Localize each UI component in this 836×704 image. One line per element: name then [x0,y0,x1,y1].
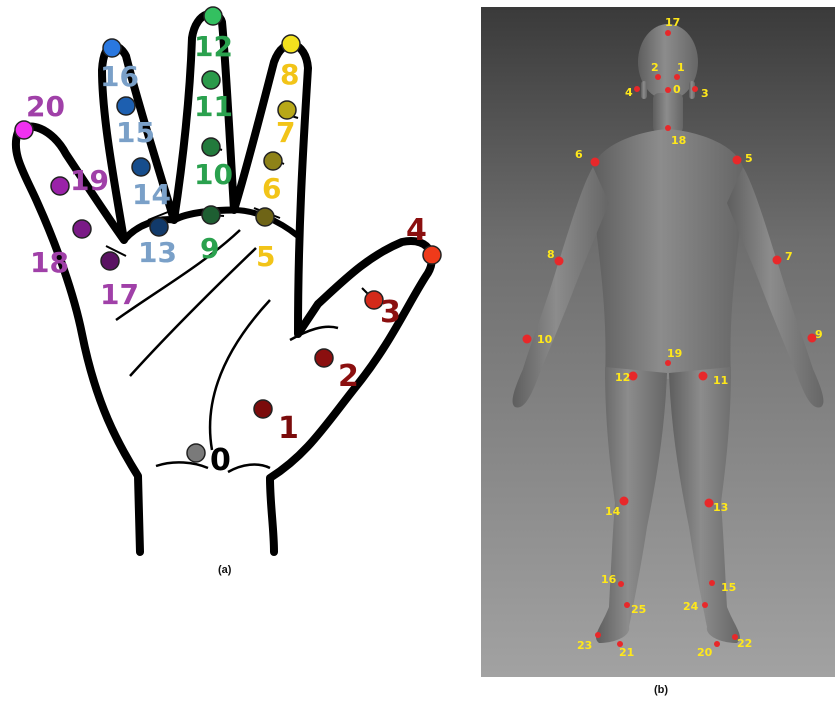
body-keypoint-label-19: 19 [667,347,682,360]
body-keypoint-label-18: 18 [671,134,686,147]
hand-keypoint-label-10: 10 [194,158,233,191]
body-keypoint-24 [702,602,708,608]
hand-keypoint-18 [73,220,91,238]
body-keypoint-label-22: 22 [737,637,752,650]
body-keypoint-3 [692,86,698,92]
hand-keypoint-label-12: 12 [194,30,233,63]
hand-keypoint-0 [187,444,205,462]
body-keypoint-20 [714,641,720,647]
hand-keypoint-4 [423,246,441,264]
body-keypoint-label-14: 14 [605,505,621,518]
body-keypoint-label-2: 2 [651,61,659,74]
hand-keypoint-15 [117,97,135,115]
body-keypoint-7 [773,256,782,265]
hand-keypoint-label-8: 8 [280,58,299,91]
body-keypoint-0 [665,87,671,93]
body-keypoint-6 [591,158,600,167]
body-keypoint-label-11: 11 [713,374,728,387]
hand-keypoint-label-18: 18 [30,246,69,279]
body-keypoint-2 [655,74,661,80]
hand-keypoint-label-2: 2 [338,359,359,394]
body-keypoint-10 [523,335,532,344]
hand-keypoint-17 [101,252,119,270]
body-keypoint-label-12: 12 [615,371,630,384]
hand-keypoint-label-16: 16 [100,60,139,93]
body-keypoint-14 [620,497,629,506]
body-keypoint-8 [555,257,564,266]
body-keypoint-label-20: 20 [697,646,713,659]
body-keypoint-label-4: 4 [625,86,633,99]
hand-keypoint-label-14: 14 [132,178,171,211]
hand-keypoint-8 [282,35,300,53]
hand-keypoint-16 [103,39,121,57]
hand-keypoint-12 [204,7,222,25]
hand-keypoint-label-17: 17 [100,278,139,311]
hand-keypoint-11 [202,71,220,89]
caption-a: (a) [218,564,231,576]
hand-keypoint-6 [264,152,282,170]
body-keypoint-label-9: 9 [815,328,823,341]
body-keypoint-label-5: 5 [745,152,753,165]
hand-keypoint-label-9: 9 [200,232,219,265]
body-keypoint-label-3: 3 [701,87,709,100]
body-keypoint-label-7: 7 [785,250,793,263]
body-keypoint-19 [665,360,671,366]
body-keypoint-label-16: 16 [601,573,617,586]
caption-b: (b) [654,684,668,696]
body-keypoint-15 [709,580,715,586]
body-keypoint-label-15: 15 [721,581,736,594]
body-render: 0123456789101112131415161718192021222324… [481,7,835,677]
hand-keypoint-label-15: 15 [116,116,155,149]
hand-keypoint-label-3: 3 [380,295,401,330]
body-keypoint-label-10: 10 [537,333,553,346]
body-keypoint-4 [634,86,640,92]
body-keypoint-label-17: 17 [665,16,680,29]
hand-keypoint-label-4: 4 [406,213,427,248]
hand-keypoint-label-20: 20 [26,90,65,123]
body-keypoint-23 [595,632,601,638]
hand-keypoint-label-6: 6 [262,172,281,205]
body-keypoint-label-13: 13 [713,501,728,514]
body-keypoint-11 [699,372,708,381]
hand-keypoint-13 [150,218,168,236]
body-keypoint-16 [618,581,624,587]
hand-keypoint-5 [256,208,274,226]
body-keypoint-label-24: 24 [683,600,699,613]
hand-keypoint-label-0: 0 [210,443,231,478]
hand-keypoint-label-1: 1 [278,411,299,446]
hand-keypoint-label-19: 19 [70,164,109,197]
body-keypoint-5 [733,156,742,165]
body-keypoint-label-21: 21 [619,646,634,659]
body-keypoint-label-23: 23 [577,639,592,652]
body-keypoint-label-25: 25 [631,603,646,616]
hand-keypoint-1 [254,400,272,418]
body-keypoint-label-0: 0 [673,83,681,96]
hand-keypoint-20 [15,121,33,139]
body-keypoint-label-1: 1 [677,61,685,74]
hand-keypoint-14 [132,158,150,176]
hand-keypoint-label-7: 7 [276,116,295,149]
body-keypoint-label-8: 8 [547,248,555,261]
hand-keypoint-label-5: 5 [256,240,275,273]
body-keypoint-17 [665,30,671,36]
hand-keypoint-10 [202,138,220,156]
hand-keypoint-label-11: 11 [194,90,233,123]
hand-keypoint-label-13: 13 [138,236,177,269]
body-keypoint-label-6: 6 [575,148,583,161]
body-keypoint-18 [665,125,671,131]
body-keypoint-1 [674,74,680,80]
body-keypoint-25 [624,602,630,608]
hand-keypoint-19 [51,177,69,195]
hand-keypoint-9 [202,206,220,224]
hand-keypoint-2 [315,349,333,367]
